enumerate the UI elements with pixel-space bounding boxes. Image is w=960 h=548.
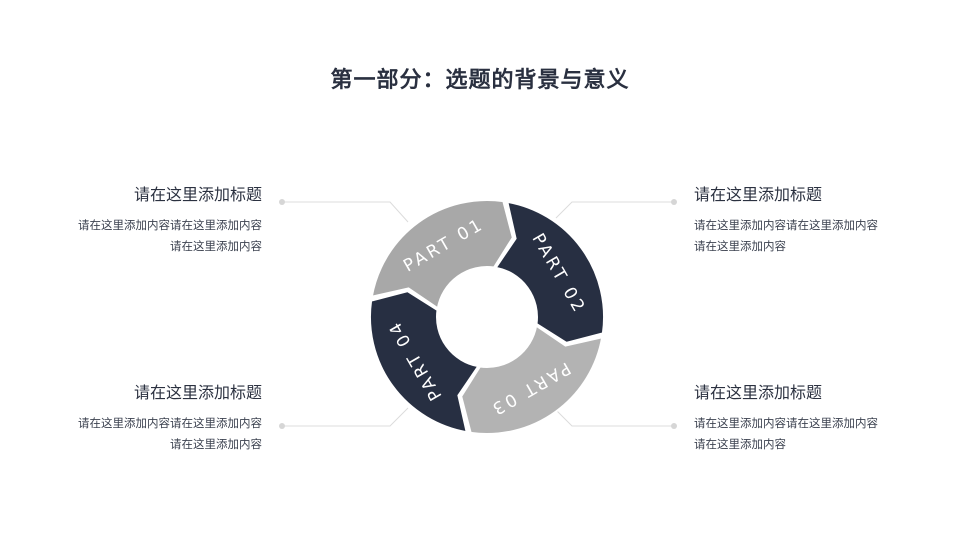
connector-dots	[279, 199, 677, 429]
connector-line-top-right	[555, 201, 674, 219]
text-block-bottom-right: 请在这里添加标题 请在这里添加内容请在这里添加内容 请在这里添加内容	[694, 381, 954, 455]
connector-lines	[282, 201, 674, 427]
text-block-top-left: 请在这里添加标题 请在这里添加内容请在这里添加内容 请在这里添加内容	[2, 183, 262, 257]
block-body-line-2: 请在这里添加内容	[694, 239, 786, 253]
connector-line-bottom-right	[555, 409, 674, 427]
block-body-line-1: 请在这里添加内容请在这里添加内容	[78, 416, 262, 430]
block-body-line-1: 请在这里添加内容请在这里添加内容	[694, 416, 878, 430]
ring-segment-3	[460, 324, 604, 436]
connector-dot-bottom-left	[279, 423, 285, 429]
block-heading: 请在这里添加标题	[694, 185, 823, 204]
text-block-top-right: 请在这里添加标题 请在这里添加内容请在这里添加内容 请在这里添加内容	[694, 183, 954, 257]
block-body-line-2: 请在这里添加内容	[170, 239, 262, 253]
connector-line-top-left	[282, 201, 409, 223]
ring-segment-4	[368, 290, 480, 434]
connector-dot-top-left	[279, 199, 285, 205]
connector-dot-top-right	[671, 199, 677, 205]
block-body-line-1: 请在这里添加内容请在这里添加内容	[694, 218, 878, 232]
ring-segment-1	[370, 198, 514, 310]
ring-segment-2	[494, 200, 606, 344]
slide-title: 第一部分：选题的背景与意义	[330, 68, 630, 93]
block-heading: 请在这里添加标题	[133, 383, 262, 402]
block-heading: 请在这里添加标题	[133, 185, 262, 204]
block-body-line-2: 请在这里添加内容	[170, 437, 262, 451]
connector-dot-bottom-right	[671, 423, 677, 429]
text-block-bottom-left: 请在这里添加标题 请在这里添加内容请在这里添加内容 请在这里添加内容	[2, 381, 262, 455]
connector-line-bottom-left	[282, 407, 409, 427]
block-heading: 请在这里添加标题	[694, 383, 823, 402]
block-body-line-1: 请在这里添加内容请在这里添加内容	[78, 218, 262, 232]
block-body-line-2: 请在这里添加内容	[694, 437, 786, 451]
